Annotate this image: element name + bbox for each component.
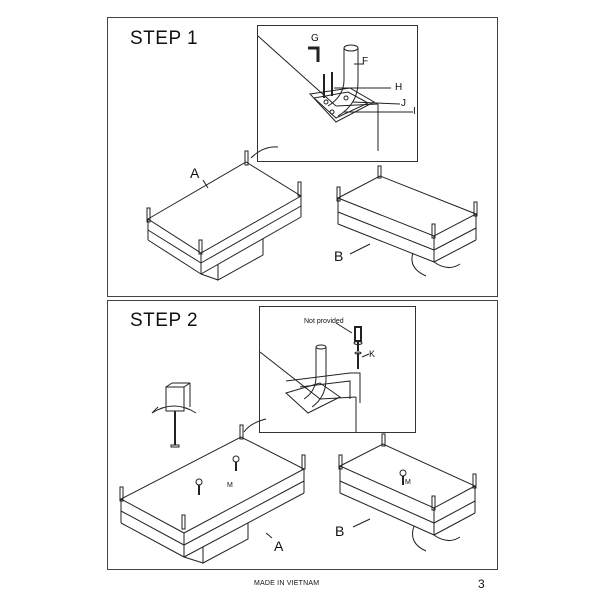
table-b-drawing (108, 18, 499, 298)
table-b-drawing-step2 (108, 301, 499, 571)
callout-k: K (369, 349, 376, 359)
step1-title: STEP 1 (130, 28, 199, 49)
callout-m-b: M (405, 479, 411, 486)
step2-title: STEP 2 (130, 310, 199, 331)
table-b-label-step2: B (335, 523, 345, 539)
callout-h: H (395, 82, 403, 93)
callout-j: J (401, 98, 406, 109)
callout-f: F (362, 56, 369, 67)
callout-m-a: M (227, 482, 233, 489)
step2-panel: STEP 2 (107, 300, 498, 570)
leg-screw-detail-drawing (260, 307, 417, 434)
leg-bracket-detail-drawing (258, 26, 419, 163)
made-in-label: MADE IN VIETNAM (254, 580, 320, 587)
callout-i: I (413, 106, 416, 117)
step1-panel: STEP 1 (107, 17, 498, 297)
table-a-drawing (108, 18, 499, 298)
screw-in-leg-detail (108, 301, 499, 571)
page-footer: MADE IN VIETNAM 3 (0, 577, 600, 593)
page-number: 3 (478, 577, 485, 591)
callout-not-provided: Not provided (304, 318, 344, 325)
table-a-label: A (190, 165, 200, 181)
callout-g: G (311, 33, 319, 44)
step2-detail-inset: Not provided K (259, 306, 416, 433)
table-a-label-step2: A (274, 538, 284, 554)
table-b-label: B (334, 248, 344, 264)
table-a-drawing-step2 (108, 301, 499, 571)
step1-detail-inset: G F H J I (257, 25, 418, 162)
